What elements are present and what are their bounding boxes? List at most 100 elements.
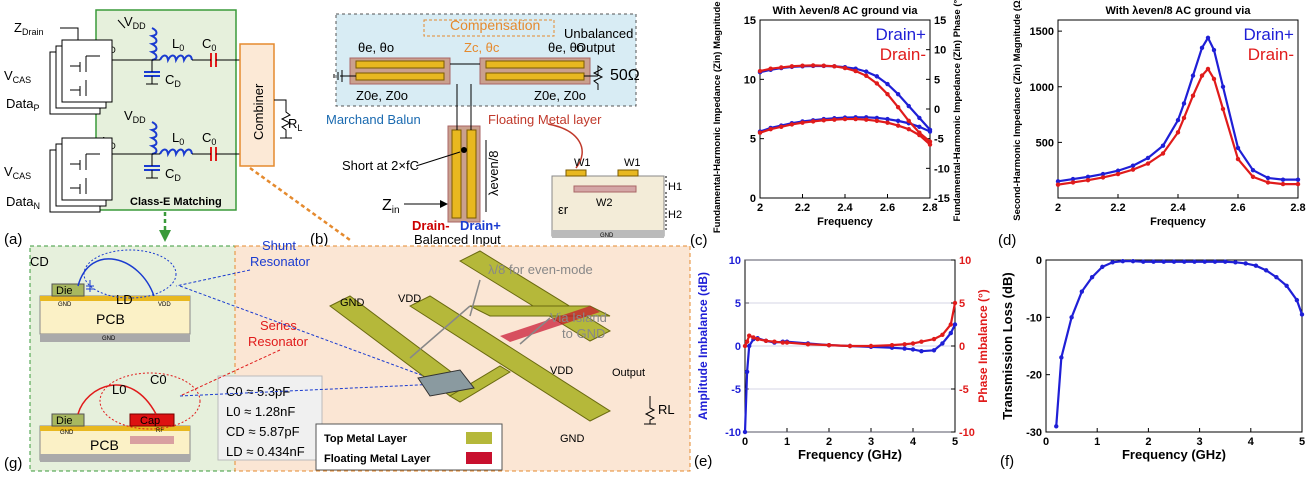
data-point: [1145, 161, 1151, 166]
x-tick-label: 2.8: [1290, 202, 1305, 214]
transistor-stack-top: [61, 39, 113, 103]
y-tick-label: -5: [731, 384, 741, 396]
y2-tick-label: 10: [959, 255, 971, 267]
panel-label-d: (d): [998, 232, 1016, 249]
data-point: [747, 343, 752, 349]
data-point: [1190, 73, 1196, 78]
data-point: [895, 118, 901, 124]
data-point: [1181, 101, 1187, 106]
y-axis-label: Amplitude Imbalance (dB): [696, 272, 710, 420]
plot-area: [759, 19, 931, 199]
z0-right: Z0e, Z0o: [534, 88, 586, 103]
h1-label: H1: [668, 181, 682, 193]
l0-inductor-top: [159, 54, 193, 64]
y-axis-label: Transmission Loss (dB): [1000, 272, 1015, 419]
val-ld: LD ≈ 0.434nF: [226, 444, 305, 459]
data-point: [810, 119, 816, 124]
legend-entry: Drain-: [1248, 45, 1294, 64]
data-point: [747, 333, 752, 338]
data-point: [1054, 424, 1059, 429]
y-tick-label: 5: [750, 134, 756, 146]
y-tick-label: 0: [1036, 255, 1042, 267]
data-point: [931, 336, 937, 342]
data-point: [780, 340, 785, 345]
y2-tick-label: -5: [959, 384, 969, 396]
data-point: [768, 126, 773, 132]
w1a-label: W1: [574, 157, 591, 169]
theta-left: θe, θo: [358, 40, 394, 55]
data-point: [1211, 76, 1217, 82]
w2-label: W2: [596, 197, 613, 209]
data-point: [810, 63, 816, 68]
data-point: [1299, 312, 1305, 317]
x-tick-label: 2.4: [1170, 202, 1186, 214]
data-point: [1161, 259, 1166, 264]
data-point: [902, 342, 907, 347]
data-point: [1295, 177, 1301, 182]
shunt-label: Shunt: [262, 238, 296, 253]
data-point: [1055, 179, 1061, 184]
data-point: [948, 330, 953, 336]
die-label: Die: [56, 285, 73, 297]
data-point: [779, 124, 784, 129]
data-point: [757, 68, 763, 74]
panel-label-e: (e): [694, 453, 712, 470]
data-point: [742, 343, 748, 349]
panel-label-g: (g): [4, 455, 22, 472]
layout-panel: Die PCB GND GND VDD CD LD Die Cap RF GND…: [4, 238, 691, 472]
data-point: [885, 120, 890, 125]
data-point: [885, 81, 890, 87]
x-tick-label: 2.8: [922, 202, 937, 214]
via-island-label: Via Island: [550, 310, 607, 325]
y-tick-label: 10: [744, 74, 756, 86]
legend-float-label: Floating Metal Layer: [324, 453, 431, 465]
x-tick-label: 3: [1197, 436, 1203, 448]
data-point: [789, 122, 795, 127]
data-point: [895, 105, 901, 110]
data-point: [800, 63, 805, 68]
z0-left: Z0e, Z0o: [356, 88, 408, 103]
data-point: [1212, 259, 1218, 264]
data-point: [1205, 35, 1211, 40]
y-tick-label: 5: [735, 298, 741, 310]
data-point: [885, 91, 890, 97]
data-point: [927, 139, 933, 144]
gnd-label-balun: GND: [600, 233, 614, 239]
short-label: Short at 2×fC: [342, 158, 419, 173]
data-point: [842, 116, 848, 122]
panel-label-c: (c): [690, 232, 708, 249]
x-tick-label: 2.2: [1110, 202, 1125, 214]
rl-label: RL: [288, 116, 302, 133]
data-point: [1295, 181, 1301, 187]
data-point: [1145, 155, 1151, 161]
data-point: [1211, 47, 1217, 53]
series-line-0: [1057, 35, 1298, 183]
x-tick-label: 5: [1299, 436, 1305, 448]
data-point: [744, 339, 750, 344]
l0-label-bottom: L0: [172, 130, 184, 147]
data-point: [784, 340, 790, 345]
x-tick-label: 1: [1094, 436, 1100, 448]
y-tick-label: 0: [735, 341, 741, 353]
c0-pcb-label: C0: [150, 372, 167, 387]
data-point: [1130, 167, 1136, 172]
pcb-gnd-label-2: GND: [58, 302, 72, 308]
plot-area: [1045, 259, 1303, 433]
data-point: [1085, 174, 1091, 180]
data-point: [1202, 259, 1207, 264]
pcb-vdd-label: VDD: [158, 302, 171, 308]
data-point: [1175, 130, 1181, 135]
zdrain-label: ZDrain: [14, 20, 43, 37]
rf-label: RF: [156, 428, 164, 434]
data-point: [902, 346, 907, 351]
data-point: [1294, 297, 1300, 303]
data-point: [1171, 259, 1177, 264]
y-tick-label: 15: [744, 15, 756, 27]
balun-panel: Compensation θe, θo Zc, θc θe, θo Z0e, Z…: [310, 13, 682, 248]
resonator1-label: Resonator: [250, 254, 311, 269]
to-gnd-label: to GND: [562, 326, 605, 341]
data-point: [874, 74, 880, 79]
x-tick-label: 2: [1145, 436, 1151, 448]
data-point: [919, 348, 924, 354]
